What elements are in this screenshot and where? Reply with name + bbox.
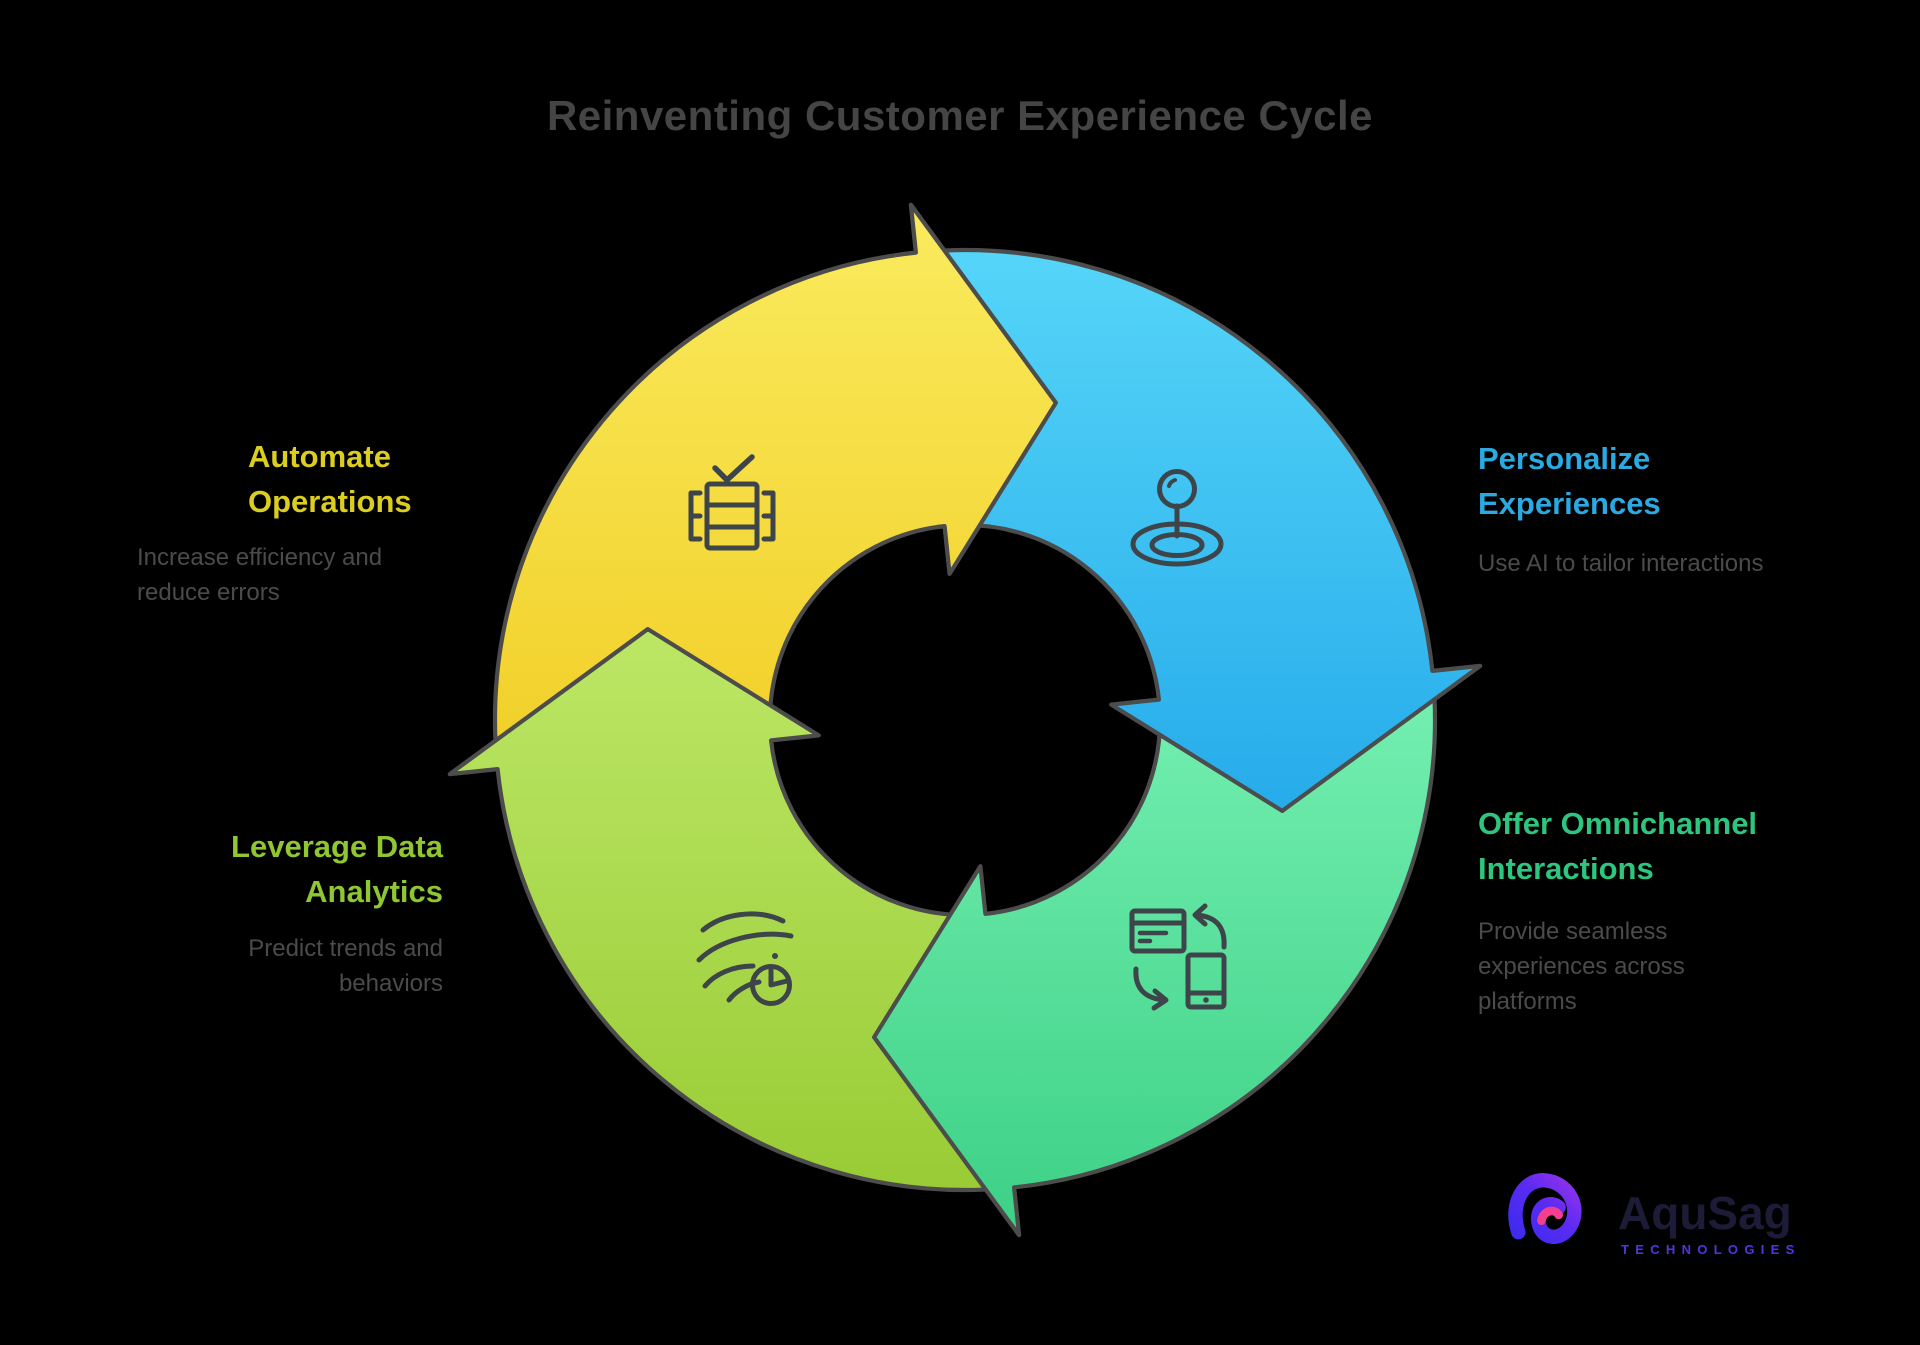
- leverage-arrow: [447, 627, 1009, 1193]
- cycle-diagram: [447, 202, 1483, 1238]
- automate-arrow-head: [873, 202, 1058, 720]
- leverage-data-analytics-description: Predict trends and behaviors: [248, 935, 443, 997]
- personalize-experiences-heading: Personalize Experiences: [1478, 441, 1661, 521]
- omnichannel-arrow: [872, 676, 1438, 1238]
- device-sync-icon: [1129, 903, 1227, 1011]
- trend-clock-icon: [696, 911, 794, 1006]
- logo-company-name: AquSag: [1618, 1187, 1792, 1239]
- leverage-data-analytics-heading: Leverage Data Analytics: [231, 829, 443, 909]
- check-database-icon: [688, 454, 776, 551]
- page-title: Reinventing Customer Experience Cycle: [546, 92, 1374, 139]
- omnichannel-interactions-description: Provide seamless experiences across plat…: [1478, 918, 1685, 1015]
- personalize-arrow: [921, 247, 1483, 813]
- automate-operations-heading: Automate Operations: [248, 439, 412, 519]
- logo-tagline: TECHNOLOGIES: [1621, 1242, 1801, 1257]
- omnichannel-interactions-heading: Offer Omnichannel Interactions: [1478, 806, 1758, 886]
- location-pin-icon: [1130, 469, 1224, 567]
- automate-operations-description: Increase efficiency and reduce errors: [137, 544, 383, 606]
- personalize-experiences-description: Use AI to tailor interactions: [1478, 550, 1764, 577]
- aqusag-logo-icon: [1508, 1173, 1582, 1244]
